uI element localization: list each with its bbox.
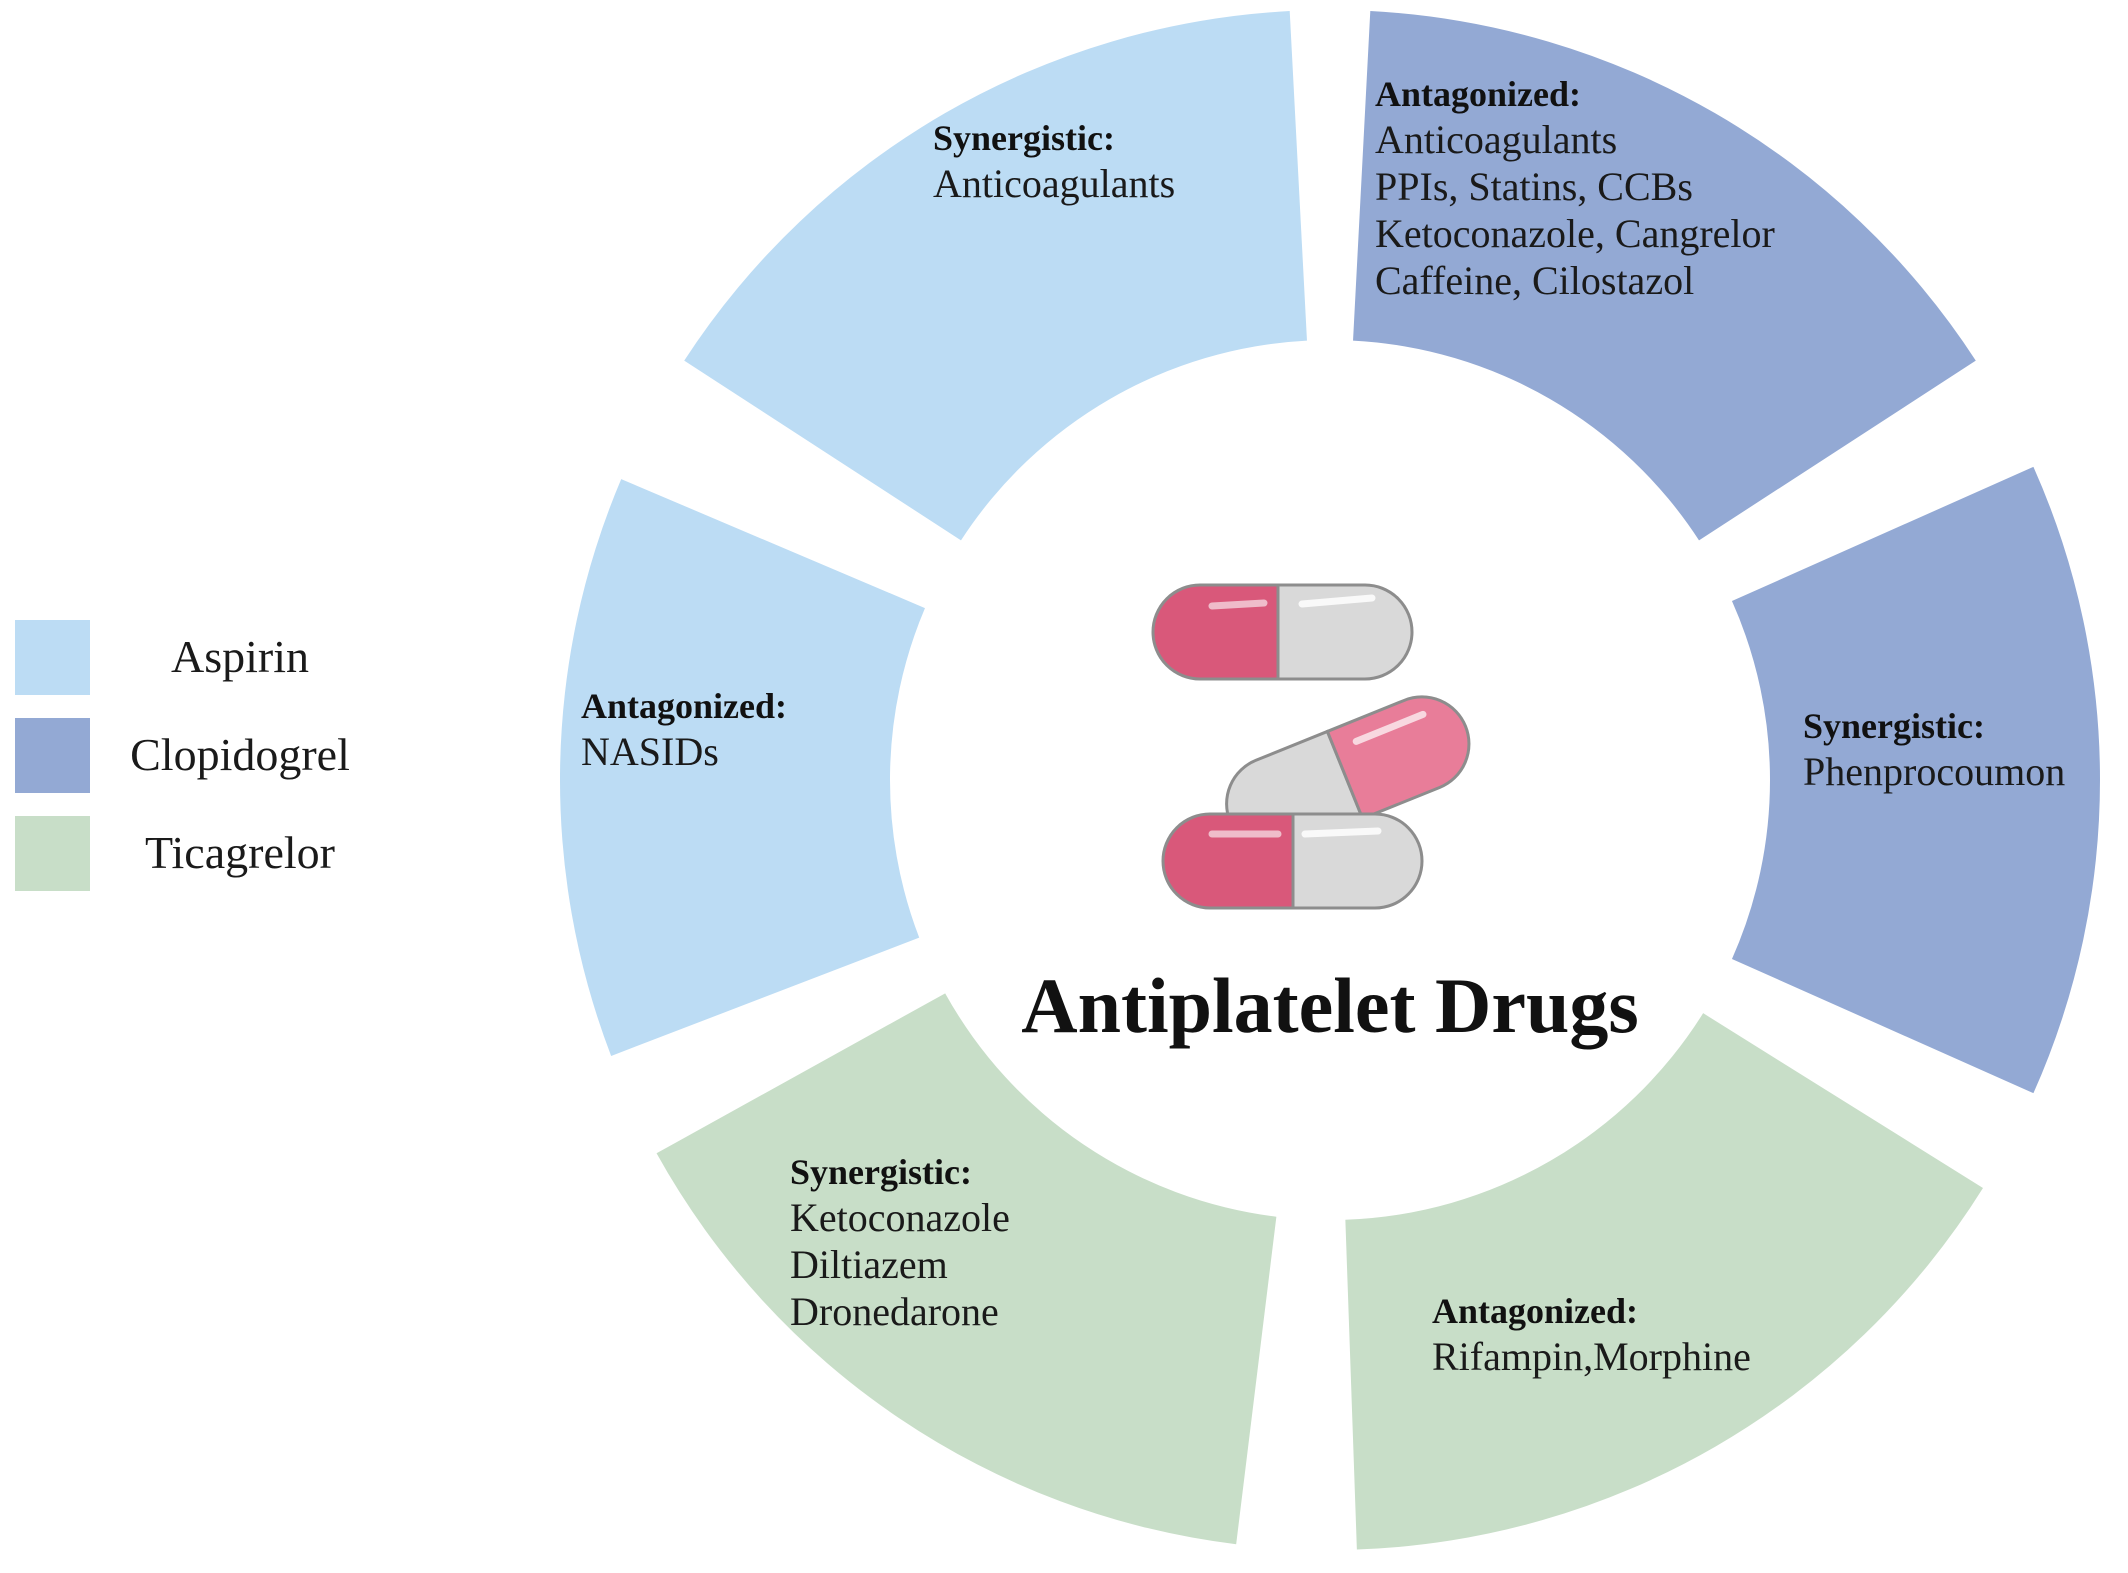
segment-drug-line: Dronedarone <box>790 1289 999 1334</box>
segment-heading: Synergistic: <box>933 118 1115 158</box>
segment-heading: Synergistic: <box>1803 706 1985 746</box>
segment-drug-line: Diltiazem <box>790 1242 948 1287</box>
segment-shape <box>656 993 1277 1545</box>
segment-drug-line: Ketoconazole, Cangrelor <box>1375 211 1775 256</box>
legend-swatch <box>15 718 90 793</box>
segment-drug-line: Anticoagulants <box>933 161 1175 206</box>
segment-heading: Antagonized: <box>581 686 787 726</box>
legend-item-aspirin: Aspirin <box>15 620 309 695</box>
legend-label: Clopidogrel <box>130 729 350 780</box>
legend-swatch <box>15 620 90 695</box>
segment-heading: Synergistic: <box>790 1152 972 1192</box>
diagram-title: Antiplatelet Drugs <box>1021 962 1638 1049</box>
segment-ticagrelor-antagonized: Antagonized:Rifampin,Morphine <box>1345 1013 1983 1550</box>
legend-swatch <box>15 816 90 891</box>
segment-ticagrelor-synergistic: Synergistic:KetoconazoleDiltiazemDroneda… <box>656 993 1277 1545</box>
segment-shape <box>684 11 1307 541</box>
segment-aspirin-synergistic: Synergistic:Anticoagulants <box>684 11 1307 541</box>
segment-drug-line: Anticoagulants <box>1375 117 1617 162</box>
capsule-top-icon <box>1151 583 1414 681</box>
segment-drug-line: Phenprocoumon <box>1803 749 2065 794</box>
segment-drug-line: Ketoconazole <box>790 1195 1010 1240</box>
segment-drug-line: NASIDs <box>581 729 719 774</box>
capsule-bottom-icon <box>1161 812 1424 910</box>
legend-item-clopidogrel: Clopidogrel <box>15 718 350 793</box>
segment-shape <box>1353 11 1976 541</box>
segment-drug-line: PPIs, Statins, CCBs <box>1375 164 1693 209</box>
segment-drug-line: Caffeine, Cilostazol <box>1375 258 1694 303</box>
segment-drug-line: Rifampin,Morphine <box>1432 1334 1751 1379</box>
segment-shape <box>1345 1013 1983 1550</box>
segment-shape <box>560 479 925 1056</box>
segment-shape <box>1731 466 2100 1094</box>
segment-aspirin-antagonized: Antagonized:NASIDs <box>560 479 925 1056</box>
segment-heading: Antagonized: <box>1375 74 1581 114</box>
legend-item-ticagrelor: Ticagrelor <box>15 816 335 891</box>
legend-label: Ticagrelor <box>145 827 335 878</box>
legend-label: Aspirin <box>171 631 309 682</box>
capsules-icon <box>1151 583 1471 910</box>
segment-heading: Antagonized: <box>1432 1291 1638 1331</box>
segment-clopidogrel-synergistic: Synergistic:Phenprocoumon <box>1731 466 2100 1094</box>
